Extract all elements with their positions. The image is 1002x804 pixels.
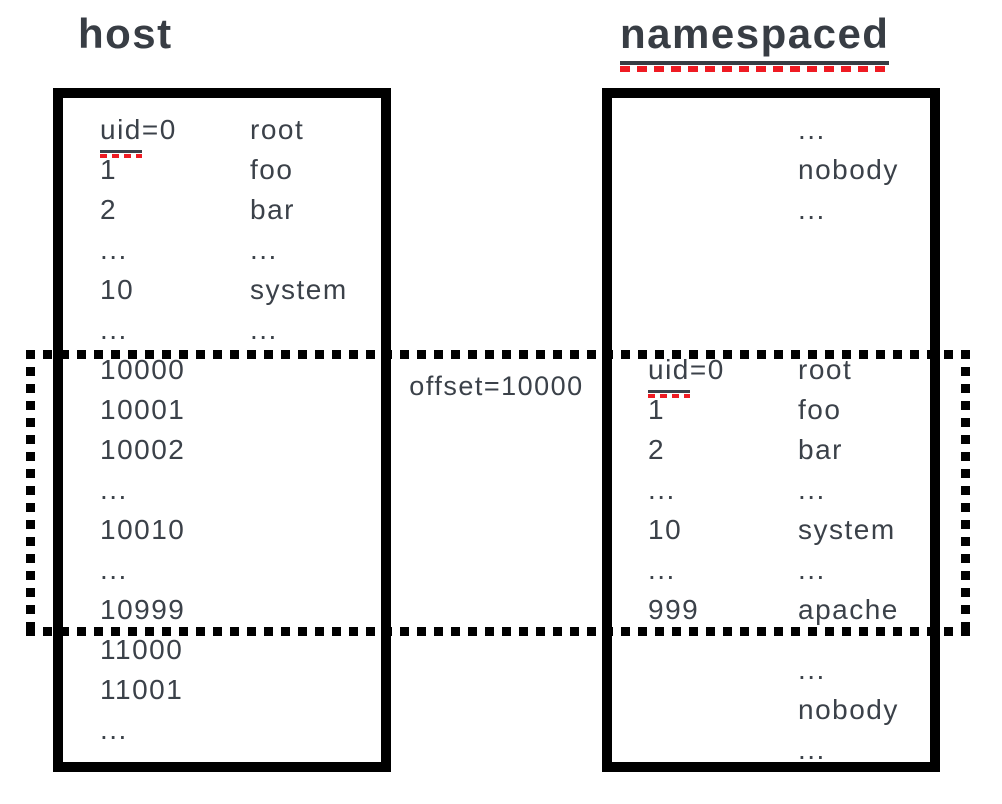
user-name: system: [250, 274, 348, 305]
uid-value: 10: [100, 274, 135, 305]
uid-row: 11001: [100, 670, 348, 710]
uid-row: 999 apache: [648, 590, 899, 630]
uid-value: 1: [100, 154, 118, 185]
uid-row: 11000: [100, 630, 348, 670]
uid-value: 10001: [100, 394, 186, 425]
uid-row: ......: [100, 230, 348, 270]
uid-row: ...: [100, 710, 348, 750]
uid-row: ......: [100, 310, 348, 350]
user-name: ...: [798, 654, 826, 685]
user-name: root: [250, 114, 305, 145]
user-name: root: [798, 354, 853, 385]
uid-value: ...: [100, 714, 128, 745]
uid-value: 1: [648, 394, 666, 425]
uid-row: nobody: [648, 690, 899, 730]
uid-row: ...: [648, 650, 899, 690]
user-name: foo: [250, 154, 294, 185]
uid-row: ......: [648, 550, 899, 590]
uid-word: uid: [100, 110, 142, 153]
uid-row: ...: [648, 730, 899, 770]
namespaced-uid-table-box: [602, 88, 940, 772]
uid-row: 10 system: [648, 510, 899, 550]
uid-value: 999: [648, 594, 700, 625]
dotted-outline-right-edge: [961, 350, 970, 636]
namespaced-bottom-rows: ... nobody...: [648, 650, 899, 770]
uid-row: 10999: [100, 590, 348, 630]
user-name: ...: [798, 194, 826, 225]
uid-value: 10999: [100, 594, 186, 625]
user-name: foo: [798, 394, 842, 425]
namespaced-top-rows: ... nobody...: [648, 110, 899, 230]
uid-word-red-underline: uid: [100, 110, 142, 158]
user-name: apache: [798, 594, 899, 625]
user-name: system: [798, 514, 896, 545]
user-name: ...: [250, 234, 278, 265]
user-name: ...: [250, 314, 278, 345]
uid-value: ...: [100, 314, 128, 345]
namespaced-title-text: namespaced: [620, 8, 890, 65]
uid-row: ......: [648, 470, 899, 510]
user-name: ...: [798, 114, 826, 145]
uid-value: 2: [648, 434, 666, 465]
host-uid-table-box: [53, 88, 391, 772]
uid-row: ...: [648, 190, 899, 230]
uid-row: ...: [648, 110, 899, 150]
uid-value: 10002: [100, 434, 186, 465]
uid-row: 10000: [100, 350, 348, 390]
user-name: ...: [798, 474, 826, 505]
uid-value: ...: [100, 554, 128, 585]
uid-row: ...: [100, 550, 348, 590]
user-name: bar: [250, 194, 295, 225]
uid-value: ...: [100, 234, 128, 265]
offset-label: offset=10000: [409, 371, 584, 401]
uid-word: uid: [648, 350, 690, 393]
uid-row: 10002: [100, 430, 348, 470]
user-name: nobody: [798, 154, 899, 185]
uid-value: uid=0: [100, 110, 250, 158]
dotted-outline-left-edge: [26, 350, 35, 636]
uid-row: 2 bar: [100, 190, 348, 230]
namespaced-title: namespaced: [620, 8, 890, 72]
uid-value: 10: [648, 514, 683, 545]
user-name: bar: [798, 434, 843, 465]
uid-row: 10010: [100, 510, 348, 550]
uid-row: 1 foo: [100, 150, 348, 190]
uid-value: 10010: [100, 514, 186, 545]
uid-value: 11000: [100, 634, 184, 665]
host-title: host: [78, 10, 173, 57]
uid-row: 1 foo: [648, 390, 899, 430]
user-name: ...: [798, 734, 826, 765]
uid-row: ...: [100, 470, 348, 510]
uid-row: 10 system: [100, 270, 348, 310]
uid-value: ...: [100, 474, 128, 505]
uid-value: 10000: [100, 354, 186, 385]
uid-value: 11001: [100, 674, 184, 705]
user-name: nobody: [798, 694, 899, 725]
uid-row: 10001: [100, 390, 348, 430]
uid-row: 2 bar: [648, 430, 899, 470]
user-name: ...: [798, 554, 826, 585]
uid-value: ...: [648, 474, 676, 505]
uid-value: ...: [648, 554, 676, 585]
uid-row: nobody: [648, 150, 899, 190]
namespaced-title-red-underline: namespaced: [620, 8, 890, 72]
uid-value: 2: [100, 194, 118, 225]
